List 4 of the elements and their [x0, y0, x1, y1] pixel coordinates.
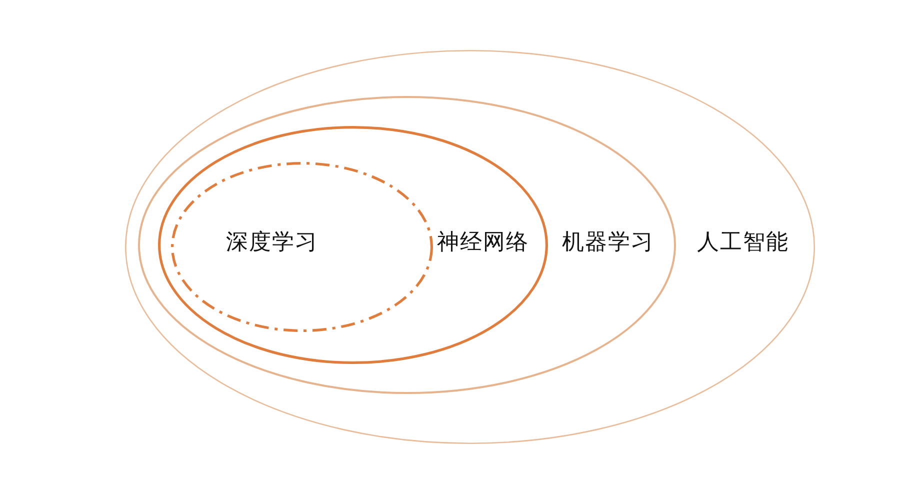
- set-label: 深度学习: [226, 229, 318, 257]
- set-label: 神经网络: [437, 229, 529, 257]
- set-label: 机器学习: [562, 229, 654, 257]
- set-label: 人工智能: [697, 229, 789, 257]
